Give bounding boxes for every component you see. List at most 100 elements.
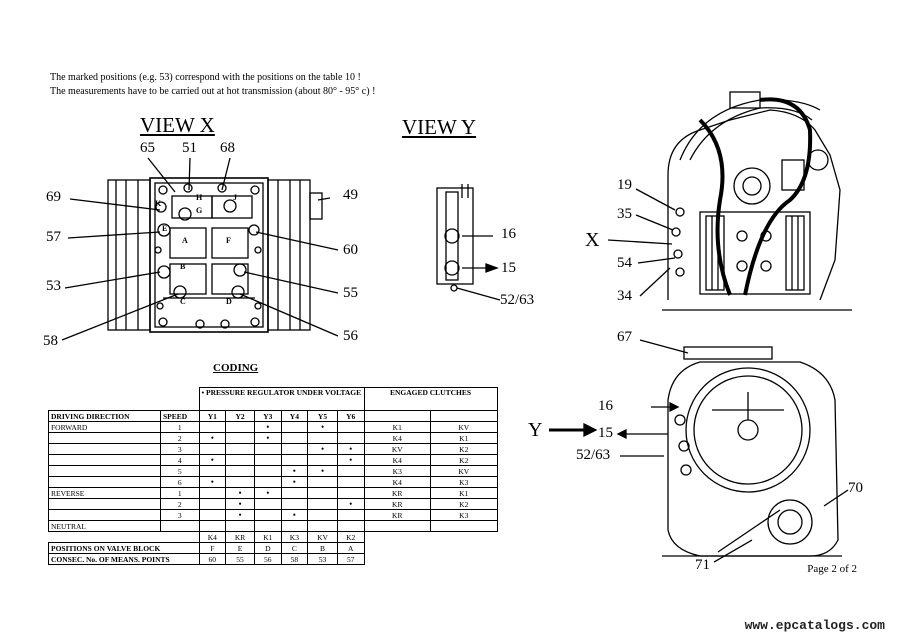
clutch-cell: KR: [363, 509, 431, 521]
callout-54: 54: [617, 255, 632, 271]
valve-pos-cell: A: [336, 542, 365, 554]
speed-cell: 4: [160, 454, 200, 466]
means-cell: 56: [254, 553, 282, 565]
regulator-dot-cell: [307, 476, 338, 488]
position-letter-c: C: [180, 297, 186, 306]
speed-cell: 1: [160, 487, 200, 499]
regulator-dot-cell: [225, 421, 255, 433]
clutch-cell: K4: [363, 432, 431, 444]
regulator-dot-cell: [336, 476, 365, 488]
regulator-dot-cell: [225, 465, 255, 477]
clutch-cell: KV: [430, 421, 498, 433]
clutch-cell: K2: [430, 498, 498, 510]
valve-pos-cell: B: [307, 542, 338, 554]
regulator-dot-cell: [254, 520, 282, 532]
pressure-header: • PRESSURE REGULATOR UNDER VOLTAGE: [198, 387, 365, 411]
note-line-2: The measurements have to be carried out …: [50, 86, 376, 97]
direction-cell: REVERSE: [48, 487, 161, 499]
callout-56: 56: [343, 328, 358, 344]
regulator-dot-cell: [307, 432, 338, 444]
regulator-dot-cell: [336, 465, 365, 477]
regulator-dot-cell: •: [336, 454, 365, 466]
clutch-cell: KV: [363, 443, 431, 455]
regulator-dot-cell: •: [225, 487, 255, 499]
clutch-header: ENGAGED CLUTCHES: [363, 387, 498, 411]
clutch-cell: K4: [363, 454, 431, 466]
transmission-upper-drawing: [607, 91, 852, 311]
col-y3: Y3: [254, 410, 282, 422]
callout-53: 53: [46, 278, 61, 294]
regulator-dot-cell: [254, 465, 282, 477]
view-y-callout-15: 15: [501, 260, 516, 276]
callout-71: 71: [695, 557, 710, 573]
regulator-dot-cell: •: [254, 421, 282, 433]
regulator-dot-cell: [254, 443, 282, 455]
regulator-dot-cell: •: [280, 509, 309, 521]
callout-70: 70: [848, 480, 863, 496]
regulator-dot-cell: [280, 421, 309, 433]
valve-clutch-cell: K2: [336, 531, 365, 543]
regulator-dot-cell: [254, 454, 282, 466]
direction-cell: [48, 432, 161, 444]
clutch-cell: KR: [363, 487, 431, 499]
direction-cell: [48, 465, 161, 477]
regulator-dot-cell: [307, 509, 338, 521]
means-cell: 58: [280, 553, 309, 565]
callout-55: 55: [343, 285, 358, 301]
clutch-cell: K1: [430, 487, 498, 499]
regulator-dot-cell: [225, 443, 255, 455]
callout-68: 68: [220, 140, 235, 156]
clutch-cell: [363, 520, 431, 532]
regulator-dot-cell: [280, 443, 309, 455]
regulator-dot-cell: [336, 487, 365, 499]
regulator-dot-cell: •: [336, 443, 365, 455]
page-footer: Page 2 of 2: [807, 563, 857, 575]
speed-cell: 3: [160, 509, 200, 521]
position-letter-k: K: [155, 199, 162, 208]
callout-35: 35: [617, 206, 632, 222]
callout-19: 19: [617, 177, 632, 193]
valve-clutch-cell: KR: [225, 531, 255, 543]
regulator-dot-cell: [198, 487, 227, 499]
regulator-dot-cell: •: [254, 432, 282, 444]
direction-cell: [48, 454, 161, 466]
valve-clutch-cell: K4: [198, 531, 227, 543]
means-cell: 60: [198, 553, 227, 565]
regulator-dot-cell: •: [254, 487, 282, 499]
regulator-dot-cell: [336, 432, 365, 444]
clutch-cell: KR: [363, 498, 431, 510]
speed-cell: 6: [160, 476, 200, 488]
regulator-dot-cell: •: [225, 509, 255, 521]
position-letter-f: F: [226, 236, 231, 245]
regulator-dot-cell: [198, 465, 227, 477]
regulator-dot-cell: •: [225, 498, 255, 510]
valve-pos-cell: E: [225, 542, 255, 554]
position-letter-a: A: [182, 236, 188, 245]
valve-block-label: POSITIONS ON VALVE BLOCK: [48, 542, 200, 554]
regulator-dot-cell: •: [198, 432, 227, 444]
regulator-dot-cell: •: [307, 421, 338, 433]
watermark: www.epcatalogs.com: [744, 618, 885, 633]
valve-clutch-cell: K3: [280, 531, 309, 543]
regulator-dot-cell: •: [198, 454, 227, 466]
position-letter-e: E: [162, 224, 168, 233]
regulator-dot-cell: •: [280, 476, 309, 488]
regulator-dot-cell: •: [280, 465, 309, 477]
position-letter-g: G: [196, 206, 203, 215]
direction-cell: [48, 498, 161, 510]
callout-34: 34: [617, 288, 632, 304]
callout-65: 65: [140, 140, 155, 156]
clutch-cell: [430, 520, 498, 532]
means-cell: 55: [225, 553, 255, 565]
col-y4: Y4: [280, 410, 309, 422]
coding-table: • PRESSURE REGULATOR UNDER VOLTAGE ENGAG…: [48, 387, 498, 565]
regulator-dot-cell: [254, 498, 282, 510]
position-letter-h: H: [196, 193, 203, 202]
callout-67: 67: [617, 329, 632, 345]
regulator-dot-cell: [280, 520, 309, 532]
